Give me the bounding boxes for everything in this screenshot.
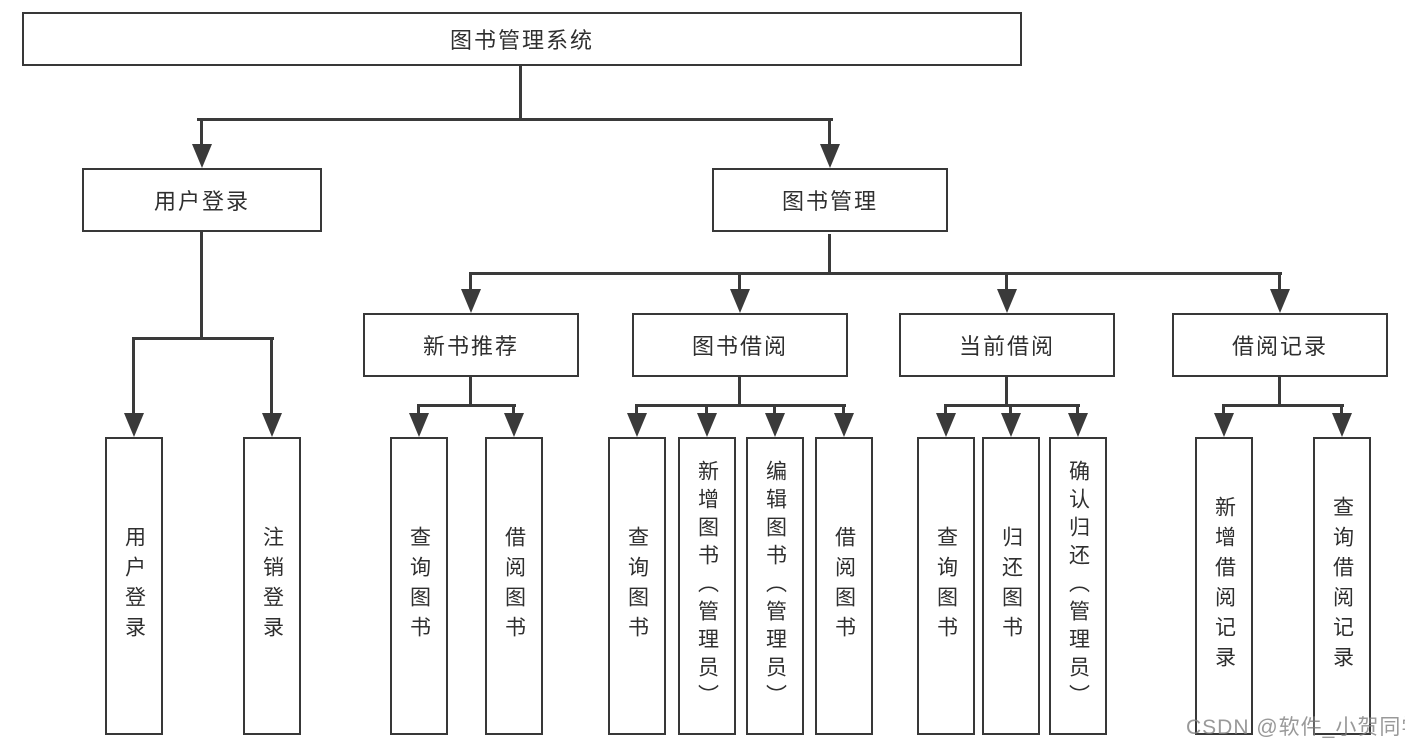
connector-level3-bus — [469, 272, 1282, 275]
leaf-add-borrow-record-label: 新增借阅记录 — [1212, 496, 1236, 676]
arrowhead-rec-query2 — [1332, 413, 1352, 437]
leaf-edit-books-admin: 编辑图书（管理员） — [746, 437, 804, 735]
arrowhead-bor-borrow — [834, 413, 854, 437]
arrowhead-bor-query — [627, 413, 647, 437]
leaf-confirm-return-admin: 确认归还（管理员） — [1049, 437, 1107, 735]
leaf-borrow-borrow-books: 借阅图书 — [815, 437, 873, 735]
connector-leaf-user-login-stem — [132, 337, 135, 417]
node-root: 图书管理系统 — [22, 12, 1022, 66]
connector-level2-bus — [197, 118, 833, 121]
leaf-confirm-return-admin-label: 确认归还（管理员） — [1066, 460, 1090, 712]
arrowhead-cur-return — [1001, 413, 1021, 437]
connector-leaf-logout-stem — [270, 337, 273, 417]
watermark: CSDN @软件_小贺同学 — [1186, 716, 1405, 739]
connector-borrowing-stem — [738, 272, 741, 292]
leaf-add-books-admin: 新增图书（管理员） — [678, 437, 736, 735]
connector-user-login-stem — [200, 118, 203, 150]
connector-cur-confirm-stem — [1076, 404, 1079, 417]
leaf-logout-label: 注销登录 — [260, 526, 284, 646]
connector-recommend-stem — [469, 272, 472, 292]
leaf-return-books: 归还图书 — [982, 437, 1040, 735]
node-user-login: 用户登录 — [82, 168, 322, 232]
connector-root-stem — [519, 66, 522, 120]
arrowhead-recommend — [461, 289, 481, 313]
connector-user-login-down — [200, 232, 203, 339]
connector-borrowing-bus — [635, 404, 846, 407]
arrowhead-book-management — [820, 144, 840, 168]
leaf-recommend-query-books: 查询图书 — [390, 437, 448, 735]
connector-recommend-bus — [417, 404, 516, 407]
connector-recommend-down — [469, 377, 472, 407]
leaf-borrow-query-books: 查询图书 — [608, 437, 666, 735]
arrowhead-cur-query — [936, 413, 956, 437]
arrowhead-rec-borrow — [504, 413, 524, 437]
arrowhead-leaf-logout — [262, 413, 282, 437]
arrowhead-rec-add — [1214, 413, 1234, 437]
connector-user-login-bus — [132, 337, 274, 340]
connector-bor-add-stem — [705, 404, 708, 417]
leaf-add-borrow-record: 新增借阅记录 — [1195, 437, 1253, 735]
node-new-book-recommendation: 新书推荐 — [363, 313, 579, 377]
arrowhead-cur-confirm — [1068, 413, 1088, 437]
connector-cur-query-stem — [944, 404, 947, 417]
arrowhead-borrowing — [730, 289, 750, 313]
leaf-user-login: 用户登录 — [105, 437, 163, 735]
arrowhead-leaf-user-login — [124, 413, 144, 437]
leaf-user-login-label: 用户登录 — [122, 526, 146, 646]
connector-borrowing-down — [738, 377, 741, 407]
arrowhead-rec-query — [409, 413, 429, 437]
connector-current-down — [1005, 377, 1008, 407]
leaf-recommend-query-books-label: 查询图书 — [407, 526, 431, 646]
node-borrowing-records: 借阅记录 — [1172, 313, 1388, 377]
connector-bor-edit-stem — [773, 404, 776, 417]
leaf-recommend-borrow-books: 借阅图书 — [485, 437, 543, 735]
arrowhead-user-login — [192, 144, 212, 168]
node-book-borrowing: 图书借阅 — [632, 313, 848, 377]
connector-cur-return-stem — [1009, 404, 1012, 417]
leaf-query-borrow-record: 查询借阅记录 — [1313, 437, 1371, 735]
node-current-borrowing: 当前借阅 — [899, 313, 1115, 377]
connector-records-bus — [1222, 404, 1344, 407]
connector-current-bus — [944, 404, 1080, 407]
connector-bor-query-stem — [635, 404, 638, 417]
arrowhead-current — [997, 289, 1017, 313]
leaf-return-books-label: 归还图书 — [999, 526, 1023, 646]
connector-records-down — [1278, 377, 1281, 407]
connector-records-stem — [1278, 272, 1281, 292]
leaf-recommend-borrow-books-label: 借阅图书 — [502, 526, 526, 646]
leaf-borrow-borrow-books-label: 借阅图书 — [832, 526, 856, 646]
connector-rec-add-stem — [1222, 404, 1225, 417]
leaf-add-books-admin-label: 新增图书（管理员） — [695, 460, 719, 712]
arrowhead-records — [1270, 289, 1290, 313]
connector-bor-borrow-stem — [842, 404, 845, 417]
connector-book-management-down — [828, 234, 831, 274]
connector-rec-query-stem — [417, 404, 420, 417]
leaf-query-borrow-record-label: 查询借阅记录 — [1330, 496, 1354, 676]
connector-rec-borrow-stem — [512, 404, 515, 417]
leaf-current-query-books-label: 查询图书 — [934, 526, 958, 646]
leaf-borrow-query-books-label: 查询图书 — [625, 526, 649, 646]
arrowhead-bor-add — [697, 413, 717, 437]
leaf-edit-books-admin-label: 编辑图书（管理员） — [763, 460, 787, 712]
node-book-management: 图书管理 — [712, 168, 948, 232]
connector-book-management-stem — [828, 118, 831, 150]
connector-current-stem — [1005, 272, 1008, 292]
connector-rec-query2-stem — [1340, 404, 1343, 417]
arrowhead-bor-edit — [765, 413, 785, 437]
leaf-current-query-books: 查询图书 — [917, 437, 975, 735]
leaf-logout: 注销登录 — [243, 437, 301, 735]
